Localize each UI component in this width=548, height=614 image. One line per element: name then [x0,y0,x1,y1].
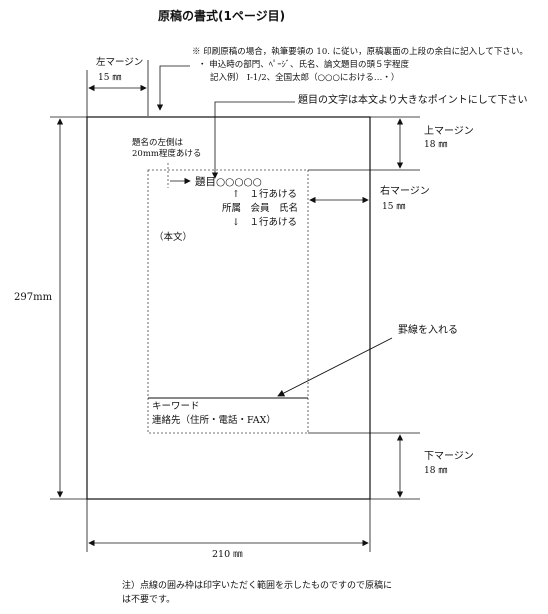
ruled-line-note: 罫線を入れる [398,325,458,336]
bottom-margin-label: 下マージン [424,451,474,462]
right-margin-value: 15 ㎜ [382,202,406,212]
page-outline [86,116,371,500]
left-margin-label: 左マージン [96,57,144,68]
content-affiliation: 所属 会員 氏名 [222,203,299,214]
note-line-1: ※ 印刷原稿の場合，執筆要領の 10. に従い，原稿裏面の上段の余白に記入して下… [192,47,528,57]
note-line-2: ・ 申込時の部門、ﾍﾟｰｼﾞ、氏名、論文題目の頭５字程度 [198,60,409,70]
note-line-3: 記入例） Ⅰ-1/2、全国太郎（○○○における…・） [210,73,400,83]
indent-note-line-1: 題名の左側は [132,138,184,148]
height-dimension-label: 297mm [14,292,53,303]
content-gap-1: ↑ １行あける [232,189,297,200]
width-dimension-label: 210 ㎜ [212,549,243,560]
indent-note-line-2: 20mm程度あける [132,149,202,159]
content-body-placeholder: （本文） [154,232,193,243]
print-area-box [147,169,309,434]
top-margin-value: 18 ㎜ [424,140,448,150]
content-contact: 連絡先（住所・電話・FAX） [152,415,276,426]
bottom-margin-value: 18 ㎜ [424,466,448,476]
diagram-title: 原稿の書式(1ページ目) [158,9,286,23]
content-gap-2: ↓ １行あける [232,217,297,228]
ruled-line-arrow [277,337,393,397]
footnote-line-2: は不要です。 [122,595,176,605]
right-margin-label: 右マージン [380,186,430,197]
title-font-note: 題目の文字は本文より大きなポイントにして下さい [298,95,528,106]
left-margin-value: 15 ㎜ [98,73,122,83]
content-title-line: 題目○○○○○ [195,176,262,188]
top-margin-label: 上マージン [424,126,474,137]
footnote-line-1: 注）点線の囲み枠は印字いただく範囲を示したものですので原稿に [122,581,393,591]
content-keyword: キーワード [152,401,200,412]
